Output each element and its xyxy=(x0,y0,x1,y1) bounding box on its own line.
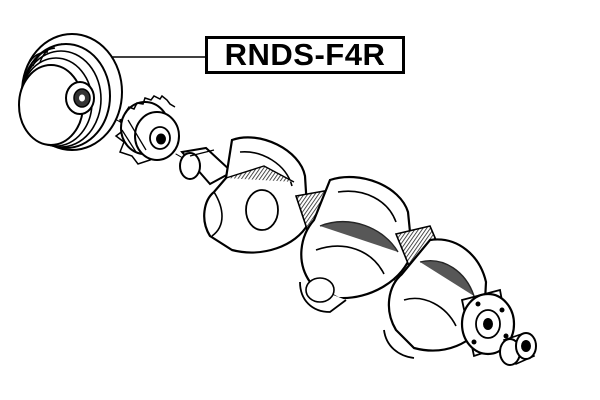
rear-bearing-icon xyxy=(499,332,537,366)
part-number-label: RNDS-F4R xyxy=(205,36,405,74)
timing-gear-icon xyxy=(114,94,180,165)
crankshaft-icon xyxy=(179,136,516,359)
pulley-icon xyxy=(18,33,123,151)
